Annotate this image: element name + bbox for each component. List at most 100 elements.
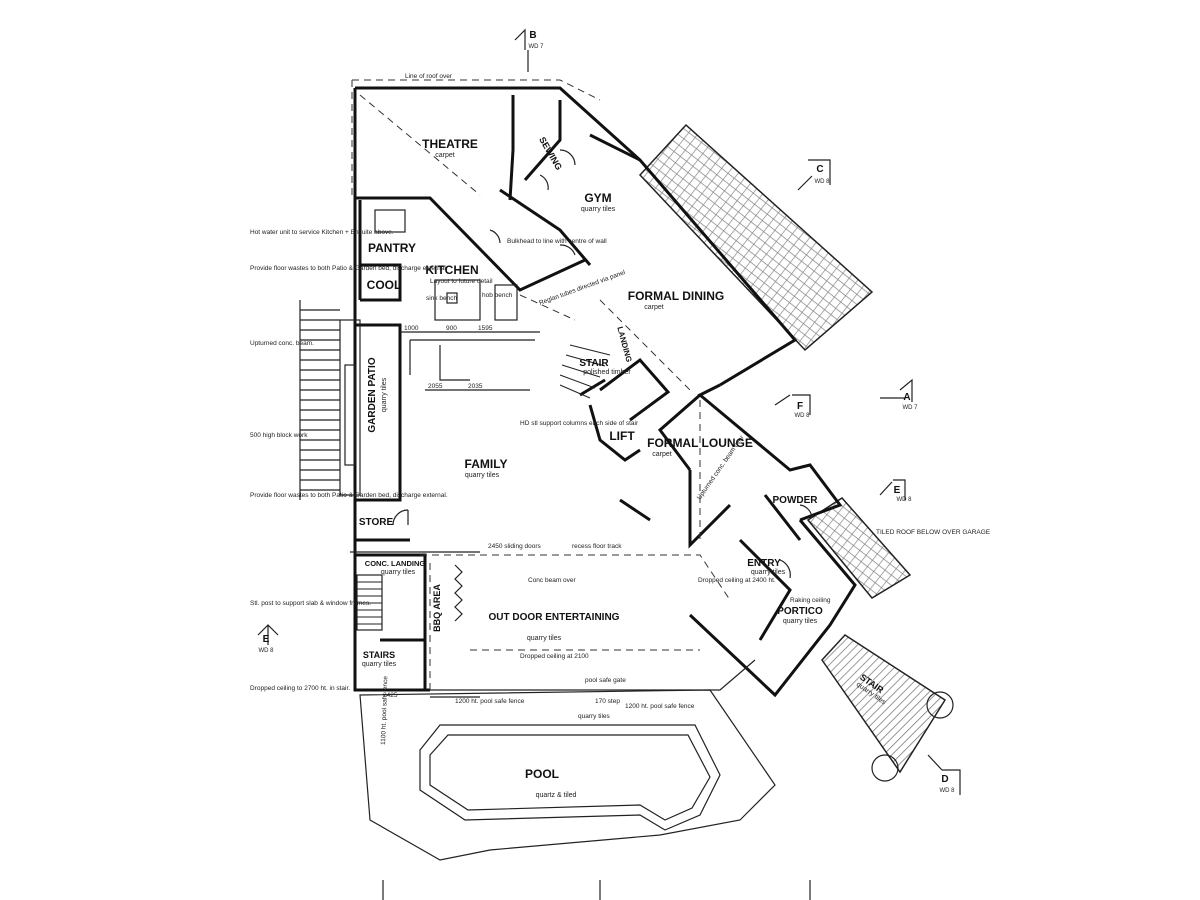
note-dropped-ceiling-stairs: Dropped ceiling to 2700 ht. in stair. [250, 685, 350, 692]
note-dropped-ceiling-entry: Dropped ceiling at 2400 ht. [698, 577, 776, 584]
room-cool: COOL [367, 278, 402, 292]
note-raking-ceiling: Raking ceiling [790, 597, 831, 604]
note-hot-water: Hot water unit to service Kitchen + Ensu… [250, 229, 394, 236]
pool-surround [359, 689, 776, 861]
grid-ticks [382, 880, 811, 900]
svg-text:E: E [894, 485, 901, 496]
svg-text:2425: 2425 [383, 692, 398, 699]
kitchen-sink [446, 292, 458, 304]
block-work-lines [299, 300, 340, 500]
bbq-vent [454, 564, 463, 622]
room-gym-finish: quarry tiles [581, 206, 616, 213]
exterior-wall-west [353, 88, 430, 692]
pool-outline [419, 724, 721, 831]
svg-text:D: D [941, 774, 948, 785]
room-conc-landing-finish: quarry tiles [381, 569, 416, 576]
room-theatre: THEATRE [422, 137, 478, 151]
svg-text:900: 900 [446, 325, 457, 332]
section-marker-e-right: E WD 8 [879, 479, 912, 503]
room-stair-finish: polished timber [583, 369, 631, 376]
room-formal-dining-finish: carpet [644, 304, 664, 311]
note-post: HD stl support columns each side of stai… [520, 420, 639, 427]
room-outdoor-finish: quarry tiles [527, 635, 562, 642]
note-conc-beam: Conc beam over [528, 577, 577, 584]
room-pantry: PANTRY [368, 241, 416, 255]
svg-text:B: B [529, 30, 536, 41]
svg-text:WD 7: WD 7 [903, 405, 919, 411]
room-formal-lounge: FORMAL LOUNGE [647, 436, 753, 450]
note-upturned-conc: Upturned conc. beam. [250, 340, 314, 347]
tiled-roof-upper [638, 123, 874, 352]
svg-text:1595: 1595 [478, 325, 493, 332]
note-quarry-tiles: quarry tiles [578, 713, 611, 720]
kitchen-island [434, 279, 481, 321]
room-formal-lounge-finish: carpet [652, 451, 672, 458]
room-family-finish: quarry tiles [465, 472, 500, 479]
room-garden-patio-finish: quarry tiles [381, 377, 388, 412]
pantry-shelf [374, 209, 406, 233]
svg-text:WD 7: WD 7 [529, 44, 545, 50]
section-marker-a: A WD 7 [880, 378, 919, 411]
room-portico-finish: quarry tiles [783, 618, 818, 625]
svg-text:1000: 1000 [404, 325, 419, 332]
room-portico: PORTICO [777, 606, 823, 617]
svg-text:2055: 2055 [428, 383, 443, 390]
landing-stair [356, 574, 383, 631]
garden-patio-bed [339, 319, 361, 496]
room-landing: LANDING [615, 326, 633, 364]
roof-overhang-line [351, 79, 601, 200]
room-outdoor: OUT DOOR ENTERTAINING [489, 612, 620, 623]
note-pool-gate: pool safe gate [585, 677, 626, 684]
exterior-wall-lounge [697, 383, 843, 522]
room-pool-finish: quartz & tiled [536, 792, 577, 799]
room-kitchen: KITCHEN [425, 263, 478, 277]
note-kitchen-layout: Layout to future detail [430, 278, 493, 285]
note-floor-waste-top: Provide floor wastes to both Patio & Gar… [250, 265, 448, 272]
section-marker-f: F WD 8 [774, 394, 811, 419]
room-garden-patio: GARDEN PATIO [367, 357, 378, 432]
room-stairs: STAIRS [363, 650, 395, 660]
svg-text:F: F [797, 401, 803, 412]
note-pool-fence-1100: 1100 ht. pool safe fence [380, 676, 389, 745]
room-conc-landing: CONC. LANDING [365, 559, 426, 568]
room-lift: LIFT [609, 429, 635, 443]
room-gym: GYM [584, 191, 611, 205]
note-floor-waste-bottom: Provide floor wastes to both Patio & Gar… [250, 492, 448, 499]
section-marker-d: D WD 8 [927, 754, 961, 795]
bulkhead-lines [359, 94, 731, 690]
room-stair: STAIR [579, 358, 609, 369]
section-marker-c: C WD 8 [797, 159, 831, 191]
note-dropped-ceiling-outdoor: Dropped ceiling at 2100 [520, 653, 589, 660]
note-step-170: 170 step [595, 698, 620, 705]
internal-stair [559, 344, 611, 399]
dimensions: 1000 900 1595 2055 2035 2425 [350, 325, 540, 699]
svg-text:WD 8: WD 8 [795, 413, 811, 419]
note-hob-bench: hob bench [482, 292, 513, 299]
svg-text:C: C [816, 164, 823, 175]
room-powder: POWDER [773, 495, 819, 506]
room-theatre-finish: carpet [435, 152, 455, 159]
door-swings [392, 149, 813, 579]
note-line-of-roof: Line of roof over [405, 73, 453, 80]
pool-inner [429, 734, 711, 821]
exterior-wall-entry [688, 519, 857, 698]
room-store: STORE [359, 517, 394, 528]
note-pool-fence-1200: 1200 ht. pool safe fence [455, 698, 525, 705]
exterior-stair [821, 634, 954, 782]
note-recess-floor-track: recess floor track [572, 543, 622, 550]
room-bbq-area: BBQ AREA [432, 584, 442, 632]
svg-text:E: E [263, 634, 270, 645]
svg-text:WD 8: WD 8 [940, 788, 956, 794]
section-marker-b: B WD 7 [514, 28, 545, 72]
note-steel-post: Stl. post to support slab & window frame… [250, 600, 371, 607]
note-bulkhead: Bulkhead to line with centre of wall [507, 238, 607, 245]
room-family: FAMILY [465, 457, 508, 471]
outdoor-edge [430, 659, 756, 691]
kitchen-bench [409, 339, 535, 381]
note-sliding-doors: 2450 sliding doors [488, 543, 542, 550]
hob-bench [494, 284, 518, 321]
room-entry-finish: quarry tiles [751, 569, 786, 576]
svg-text:WD 8: WD 8 [815, 179, 831, 185]
section-marker-e-left: E WD 8 [257, 624, 279, 654]
